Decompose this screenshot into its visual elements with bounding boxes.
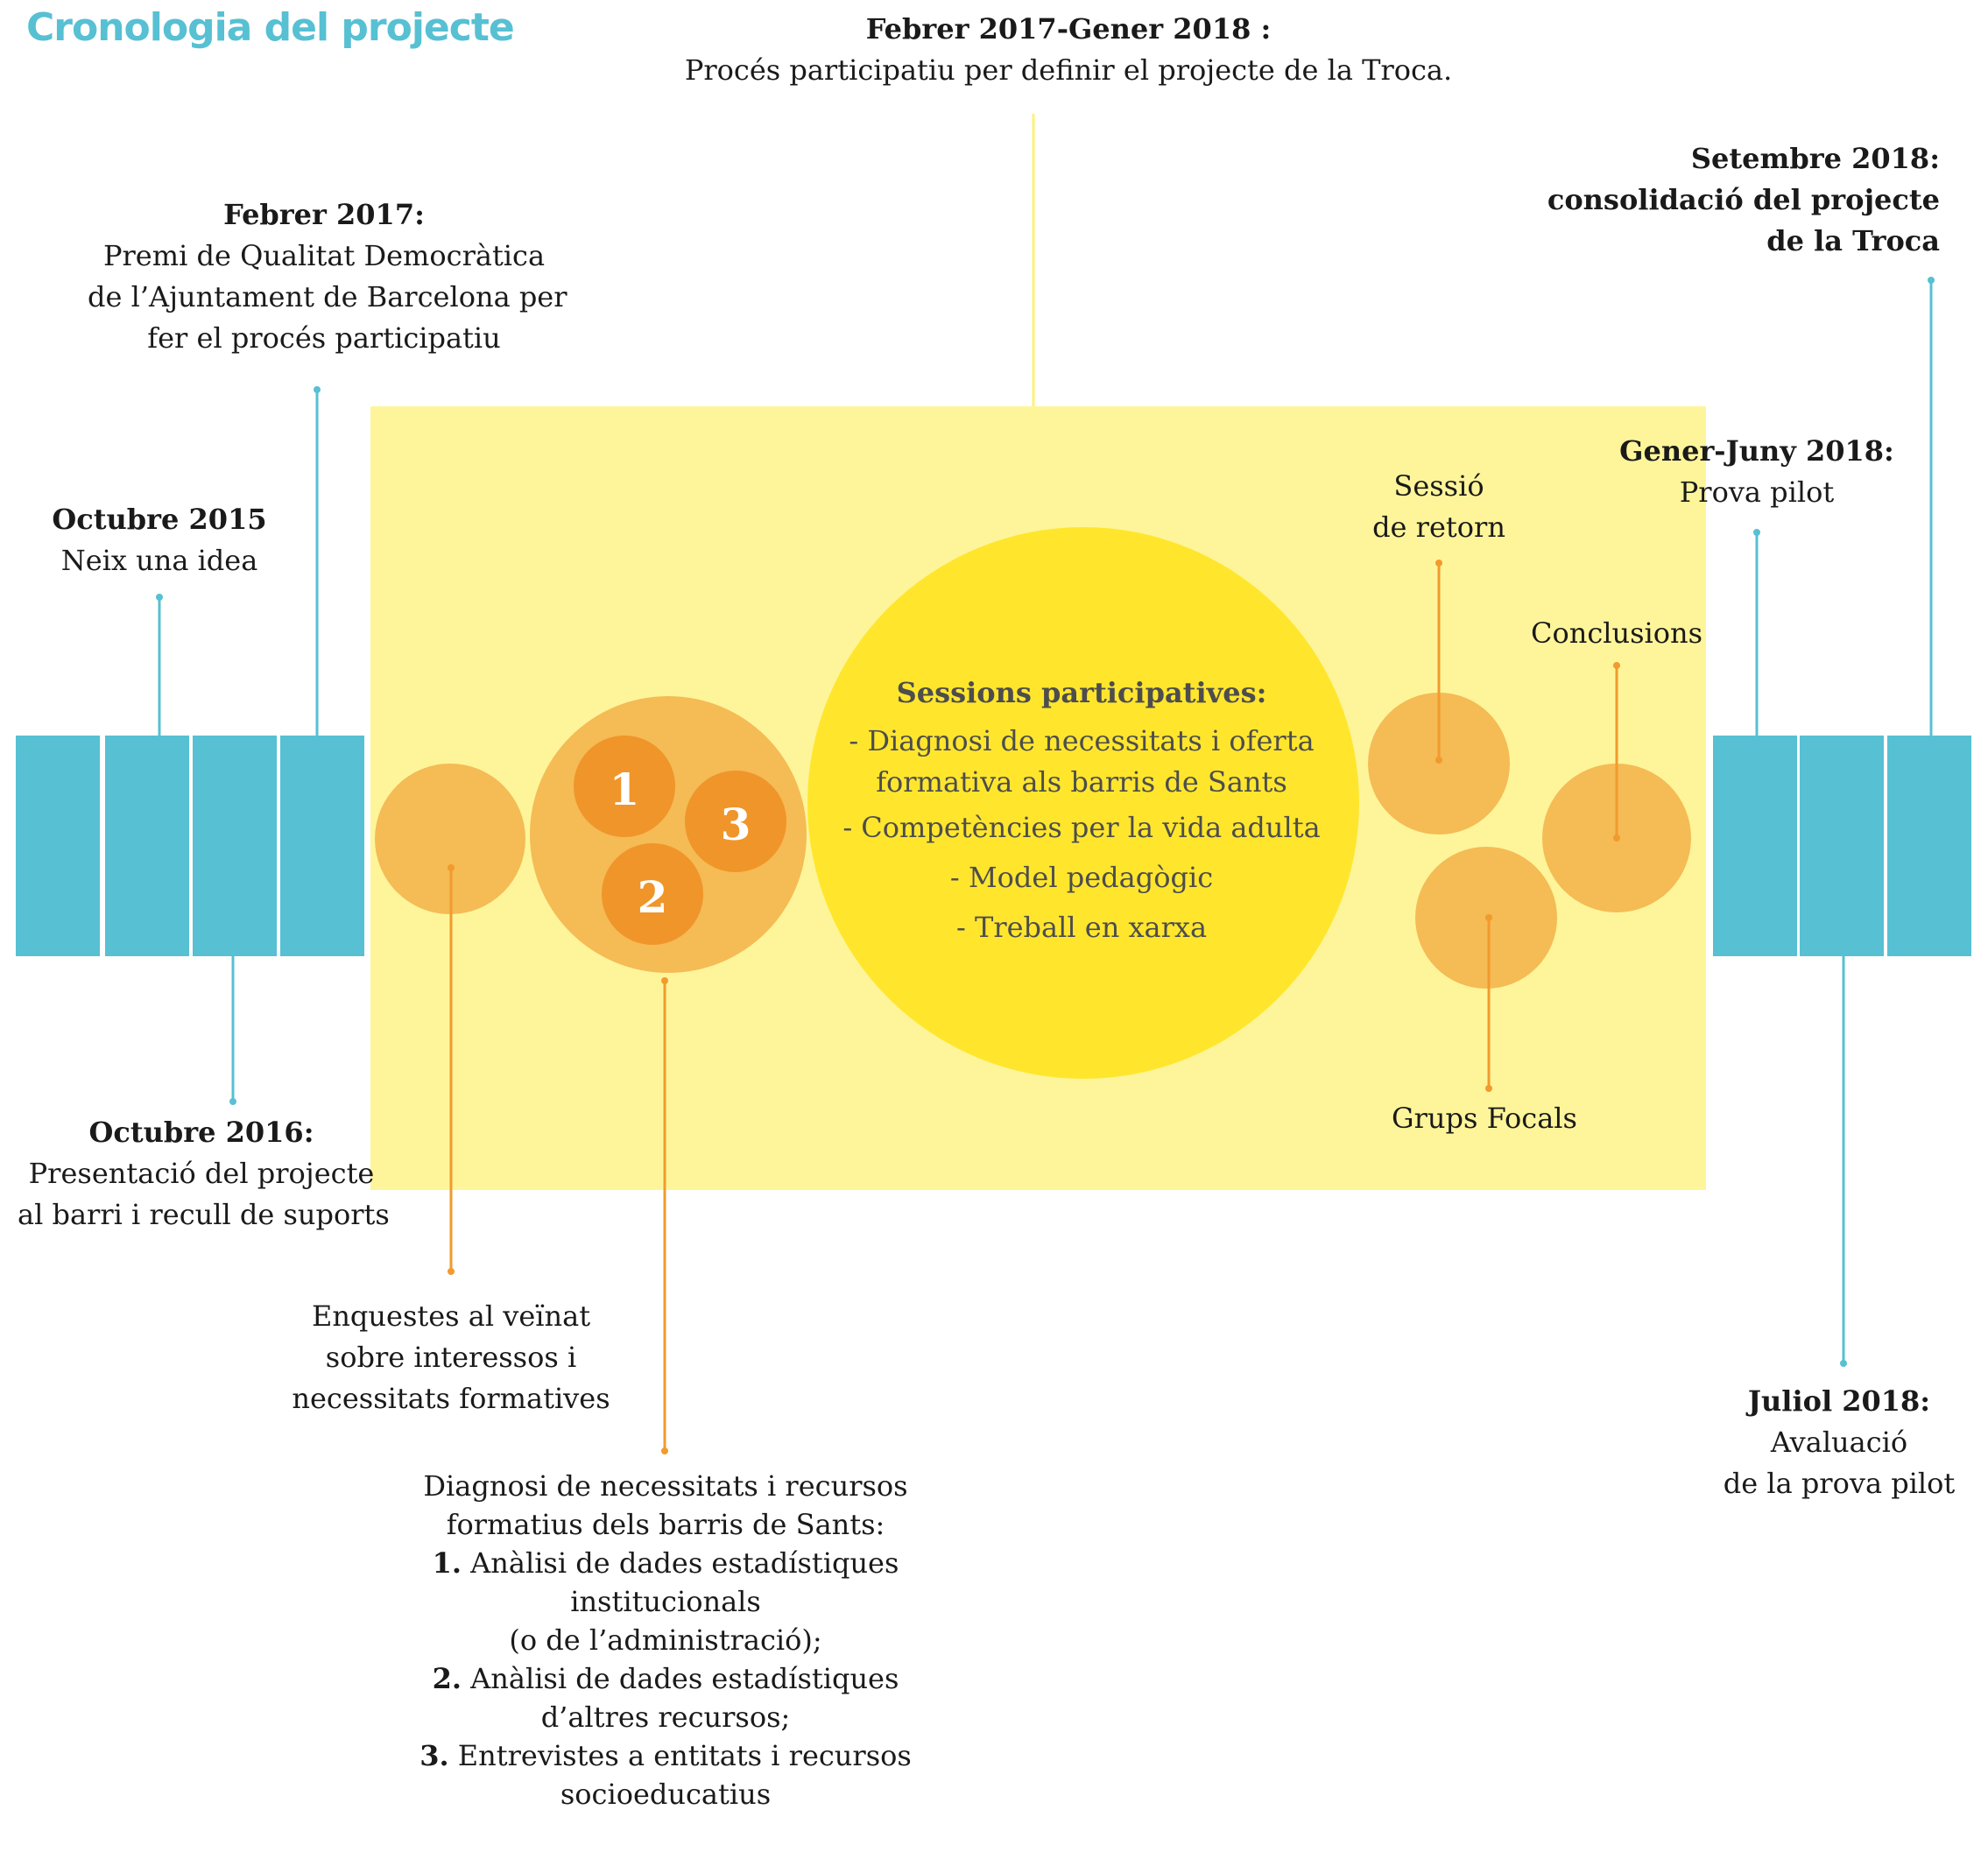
- pilot-date: Gener-Juny 2018:: [1619, 434, 1894, 468]
- feedback-end-dot: [1435, 757, 1442, 764]
- diagnosis-label: Diagnosi de necessitats i recursos forma…: [403, 1467, 928, 1813]
- diagnosis-sub-circle-2: [602, 843, 703, 945]
- conclusions-text: Conclusions: [1530, 616, 1703, 650]
- sep2018-title-line: de la Troca: [1766, 224, 1940, 257]
- jul2018-text-line: de la prova pilot: [1723, 1467, 1956, 1500]
- timeline-block: [1800, 736, 1884, 956]
- diagnosis-item-number: 2.: [432, 1662, 462, 1695]
- pilot-dot: [1753, 529, 1760, 536]
- oct2015-label: Octubre 2015 Neix una idea: [28, 499, 291, 581]
- timeline-block: [1887, 736, 1971, 956]
- feb2017-dot: [314, 386, 321, 393]
- diagnosis-item-text: Entrevistes a entitats i recursos: [457, 1739, 912, 1772]
- jul2018-label: Juliol 2018: Avaluació de la prova pilot: [1681, 1381, 1988, 1504]
- sessions-item: - Treball en xarxa: [955, 911, 1208, 944]
- process-text: Procés participatiu per definir el proje…: [684, 53, 1453, 87]
- diagnosis-item-text: Anàlisi de dades estadístiques: [470, 1662, 899, 1695]
- timeline-block: [1713, 736, 1797, 956]
- diagnosis-number-3: 3: [720, 799, 751, 850]
- diagnosis-number-2: 2: [637, 871, 668, 923]
- feedback-text-line: Sessió: [1393, 469, 1484, 503]
- surveys-text-line: necessitats formatives: [292, 1382, 610, 1415]
- page-title: Cronologia del projecte: [26, 5, 515, 50]
- diagnosis-item-text: Anàlisi de dades estadístiques: [470, 1546, 899, 1580]
- oct2016-text-line: Presentació del projecte: [28, 1157, 375, 1190]
- diagnosis-item-text: d’altres recursos;: [540, 1701, 791, 1734]
- oct2015-date: Octubre 2015: [52, 503, 267, 536]
- timeline-block: [280, 736, 364, 956]
- oct2015-text: Neix una idea: [60, 544, 258, 577]
- sessions-circle: [807, 527, 1359, 1079]
- diagnosis-item-2: 2. Anàlisi de dades estadístiques: [403, 1659, 928, 1698]
- conclusions-end-dot: [1613, 834, 1620, 841]
- sessions-heading: Sessions participatives:: [896, 676, 1267, 709]
- diagnosis-intro-line: Diagnosi de necessitats i recursos: [423, 1469, 908, 1503]
- conclusions-dot: [1613, 662, 1620, 669]
- conclusions-label: Conclusions: [1494, 613, 1739, 654]
- surveys-text-line: sobre interessos i: [325, 1341, 577, 1374]
- diagnosis-end-dot: [661, 1447, 668, 1454]
- surveys-text-line: Enquestes al veïnat: [311, 1299, 591, 1333]
- sessions-item: - Diagnosi de necessitats i oferta: [849, 724, 1315, 757]
- sessions-item: formativa als barris de Sants: [876, 765, 1287, 799]
- sep2018-label: Setembre 2018: consolidació del projecte…: [1401, 138, 1940, 262]
- surveys-end-dot: [448, 1268, 455, 1275]
- feb2017-text-line: Premi de Qualitat Democràtica: [102, 239, 546, 272]
- feb2017-text-line: fer el procés participatiu: [147, 321, 501, 355]
- timeline-block: [193, 736, 277, 956]
- sep2018-title-line: Setembre 2018:: [1690, 142, 1940, 175]
- diagnosis-item-3: 3. Entrevistes a entitats i recursos: [403, 1736, 928, 1775]
- surveys-circle: [375, 764, 525, 914]
- diagnosis-item-text: (o de l’administració);: [509, 1623, 822, 1657]
- jul2018-text-line: Avaluació: [1770, 1426, 1908, 1459]
- jul2018-dot: [1840, 1360, 1847, 1367]
- diagnosis-item-text: socioeducatius: [560, 1778, 772, 1811]
- feedback-dot: [1435, 560, 1442, 567]
- diagnosis-item-number: 3.: [419, 1739, 449, 1772]
- focus-groups-label: Grups Focals: [1353, 1098, 1616, 1139]
- timeline-block: [16, 736, 100, 956]
- timeline-block: [105, 736, 189, 956]
- diagnosis-sub-circle-3: [685, 771, 786, 872]
- oct2016-dot: [229, 1098, 236, 1105]
- timeline-blocks-left: [16, 736, 364, 956]
- sessions-text: Sessions participatives: - Diagnosi de n…: [814, 670, 1349, 953]
- focus-groups-dot: [1485, 914, 1492, 921]
- jul2018-date: Juliol 2018:: [1747, 1384, 1931, 1418]
- sep2018-dot: [1928, 277, 1935, 284]
- timeline-blocks-right: [1713, 736, 1971, 956]
- feedback-label: Sessió de retorn: [1316, 466, 1561, 548]
- sessions-item: - Model pedagògic: [949, 861, 1214, 894]
- surveys-label: Enquestes al veïnat sobre interessos i n…: [285, 1296, 617, 1419]
- process-label: Febrer 2017-Gener 2018 : Procés particip…: [683, 9, 1454, 91]
- feb2017-date: Febrer 2017:: [223, 198, 425, 231]
- diagnosis-item-1: 1. Anàlisi de dades estadístiques: [403, 1544, 928, 1582]
- oct2015-dot: [156, 594, 163, 601]
- surveys-dot: [448, 864, 455, 871]
- diagnosis-number-1: 1: [609, 764, 640, 815]
- sessions-item: - Competències per la vida adulta: [842, 811, 1321, 844]
- focus-groups-text: Grups Focals: [1392, 1102, 1577, 1135]
- diagnosis-dot: [661, 977, 668, 984]
- feb2017-label: Febrer 2017: Premi de Qualitat Democràti…: [88, 194, 567, 359]
- feedback-text-line: de retorn: [1372, 511, 1505, 544]
- sep2018-title-line: consolidació del projecte: [1547, 183, 1940, 216]
- oct2016-text-line: al barri i recull de suports: [18, 1198, 390, 1231]
- oct2016-date: Octubre 2016:: [88, 1116, 314, 1149]
- diagnosis-intro-line: formatius dels barris de Sants:: [446, 1508, 885, 1541]
- process-date: Febrer 2017-Gener 2018 :: [865, 12, 1272, 46]
- oct2016-label: Octubre 2016: Presentació del projecte a…: [18, 1112, 390, 1236]
- pilot-text: Prova pilot: [1679, 475, 1835, 509]
- diagnosis-item-number: 1.: [432, 1546, 462, 1580]
- diagnosis-item-text: institucionals: [570, 1585, 761, 1618]
- pilot-label: Gener-Juny 2018: Prova pilot: [1590, 431, 1923, 513]
- focus-groups-end-dot: [1485, 1085, 1492, 1092]
- diagnosis-sub-circle-1: [574, 736, 675, 837]
- feb2017-text-line: de l’Ajuntament de Barcelona per: [88, 280, 567, 313]
